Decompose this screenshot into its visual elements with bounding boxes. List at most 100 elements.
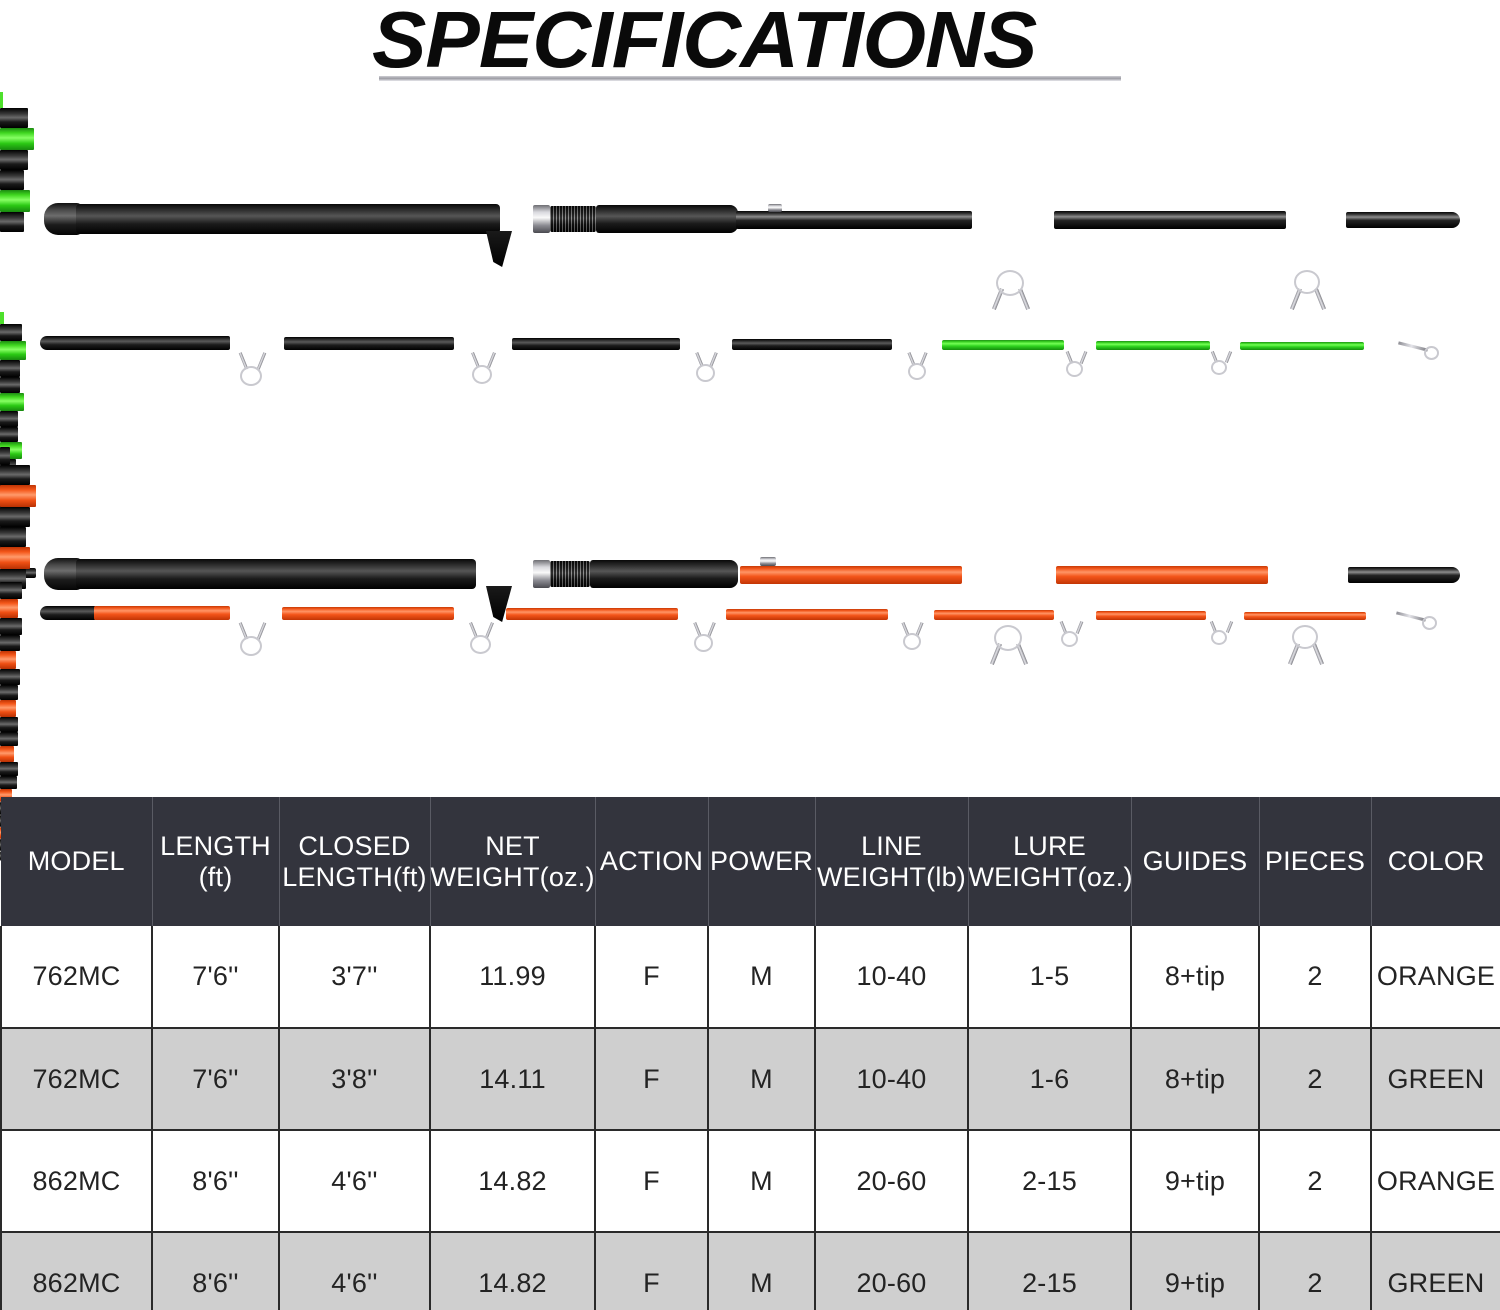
cell-net-weight: 11.99 (430, 926, 596, 1029)
orange-guide-wrap-mid-1 (0, 485, 36, 507)
orange-tip-butt-end (40, 606, 96, 620)
orange-blank-section-c (1348, 567, 1460, 583)
orange-tip-blank-3 (506, 608, 678, 620)
orange-tip-guide-wrap-5a (0, 776, 17, 789)
guide-ring-2 (1294, 270, 1320, 294)
tip-blank-black-2 (284, 337, 454, 350)
reel-seat-lock-ring (533, 205, 550, 233)
orange-tip-guide-wrap-mid-3 (0, 700, 16, 717)
orange-tip-guide-ring-3 (694, 634, 713, 652)
orange-tip-guide-ring-2 (470, 635, 491, 654)
cell-net-weight: 14.82 (430, 1130, 596, 1233)
tip-blank-green-1 (942, 340, 1064, 350)
specifications-table: MODEL LENGTH (ft) CLOSED LENGTH(ft) NET … (0, 797, 1500, 1310)
blank-section-a (736, 211, 972, 229)
column-header-action: ACTION (595, 797, 709, 926)
cell-length: 7'6'' (152, 926, 280, 1029)
header-line-1: CLOSED (298, 831, 411, 862)
guide-wrap-black-2 (0, 150, 28, 170)
orange-tip-blank-7 (1244, 612, 1366, 620)
cell-pieces: 2 (1259, 1130, 1372, 1233)
cell-action: F (595, 926, 709, 1029)
cell-closed-length: 4'6'' (279, 1232, 431, 1310)
orange-tip-guide-wrap-2a (0, 635, 20, 651)
orange-tip-guide-ring-1 (240, 636, 262, 656)
cell-lure-weight: 2-15 (968, 1232, 1132, 1310)
cell-guides: 9+tip (1131, 1130, 1260, 1233)
guide-wrap-black-3 (0, 170, 24, 190)
guide-wrap-green-1 (0, 128, 34, 150)
tip-guide-wrap-3a (0, 427, 18, 442)
orange-tip-guide-leg-2 (256, 622, 267, 640)
cell-length: 8'6'' (152, 1130, 280, 1233)
header-line-1: POWER (709, 846, 813, 877)
table-row: 762MC 7'6'' 3'8'' 14.11 F M 10-40 1-6 8+… (0, 1028, 1500, 1131)
orange-tip-guide-leg-12 (1225, 620, 1234, 634)
orange-tip-guide-wrap-3b (0, 717, 18, 732)
orange-tip-blank-4 (726, 609, 888, 620)
guide-ring-1 (996, 270, 1024, 296)
column-header-closed-length: CLOSED LENGTH(ft) (279, 797, 431, 926)
tip-guide-ring-1 (240, 366, 262, 386)
tiptop-ring (1424, 346, 1439, 360)
header-line-1: PIECES (1264, 846, 1366, 877)
cell-guides: 9+tip (1131, 1232, 1260, 1310)
fore-grip-2 (590, 560, 738, 588)
tip-blank-black-3 (512, 338, 680, 350)
cell-guides: 8+tip (1131, 926, 1260, 1029)
column-header-line-weight: LINE WEIGHT(lb) (815, 797, 969, 926)
tip-guide-leg-12 (1224, 350, 1233, 364)
rod-green-tip (0, 312, 1500, 578)
cell-pieces: 2 (1259, 926, 1372, 1029)
orange-wrap-black-1 (0, 447, 10, 465)
cell-color: ORANGE (1371, 926, 1500, 1029)
orange-tip-guide-wrap-3a (0, 685, 18, 700)
cell-power: M (708, 1232, 816, 1310)
tip-guide-wrap-2b (0, 411, 18, 427)
header-line-1: MODEL (27, 846, 125, 877)
orange-guide-wrap-1b (0, 507, 30, 527)
orange-guide-wrap-mid-2 (0, 547, 30, 569)
cell-closed-length: 4'6'' (279, 1130, 431, 1233)
orange-blank-section-a (740, 566, 962, 584)
column-header-lure-weight: LURE WEIGHT(oz.) (968, 797, 1132, 926)
tip-guide-wrap-green-2 (0, 393, 24, 411)
cell-line-weight: 10-40 (815, 926, 969, 1029)
hook-keeper (768, 204, 782, 212)
header-line-1: LINE (861, 831, 922, 862)
orange-tip-guide-wrap-1b (0, 618, 22, 635)
orange-guide-wrap-2a (0, 527, 26, 547)
guide-wrap-green-2 (0, 190, 30, 212)
column-header-model: MODEL (1, 797, 153, 926)
cell-net-weight: 14.11 (430, 1028, 596, 1131)
column-header-guides: GUIDES (1131, 797, 1260, 926)
header-line-1: ACTION (599, 846, 704, 877)
cell-lure-weight: 1-5 (968, 926, 1132, 1029)
column-header-power: POWER (708, 797, 816, 926)
cell-action: F (595, 1028, 709, 1131)
header-line-1: LENGTH (160, 831, 271, 862)
header-line-2: LENGTH(ft) (282, 861, 427, 892)
cell-color: GREEN (1371, 1028, 1500, 1131)
orange-tip-guide-ring-5 (1061, 631, 1078, 647)
cell-lure-weight: 2-15 (968, 1130, 1132, 1233)
orange-tip-guide-leg-10 (1075, 620, 1084, 635)
orange-tip-guide-ring-6 (1211, 630, 1227, 645)
tip-guide-ring-2 (472, 365, 492, 384)
tip-guide-leg-2 (256, 352, 267, 370)
blank-section-b (1054, 211, 1286, 229)
tip-guide-wrap-2a (0, 377, 20, 393)
tip-guide-ring-4 (908, 363, 926, 380)
cell-length: 7'6'' (152, 1028, 280, 1131)
cell-model: 762MC (0, 926, 153, 1029)
cell-action: F (595, 1232, 709, 1310)
tip-blank-green-2 (1096, 341, 1210, 350)
orange-tip-guide-wrap-4a (0, 732, 18, 746)
header-line-2: (ft) (198, 861, 233, 892)
orange-tip-blank-2 (282, 607, 454, 620)
cell-color: GREEN (1371, 1232, 1500, 1310)
tip-guide-leg-4 (487, 352, 496, 368)
cell-pieces: 2 (1259, 1028, 1372, 1131)
orange-guide-ring-1 (994, 625, 1022, 651)
orange-tip-blank-1 (94, 606, 230, 620)
